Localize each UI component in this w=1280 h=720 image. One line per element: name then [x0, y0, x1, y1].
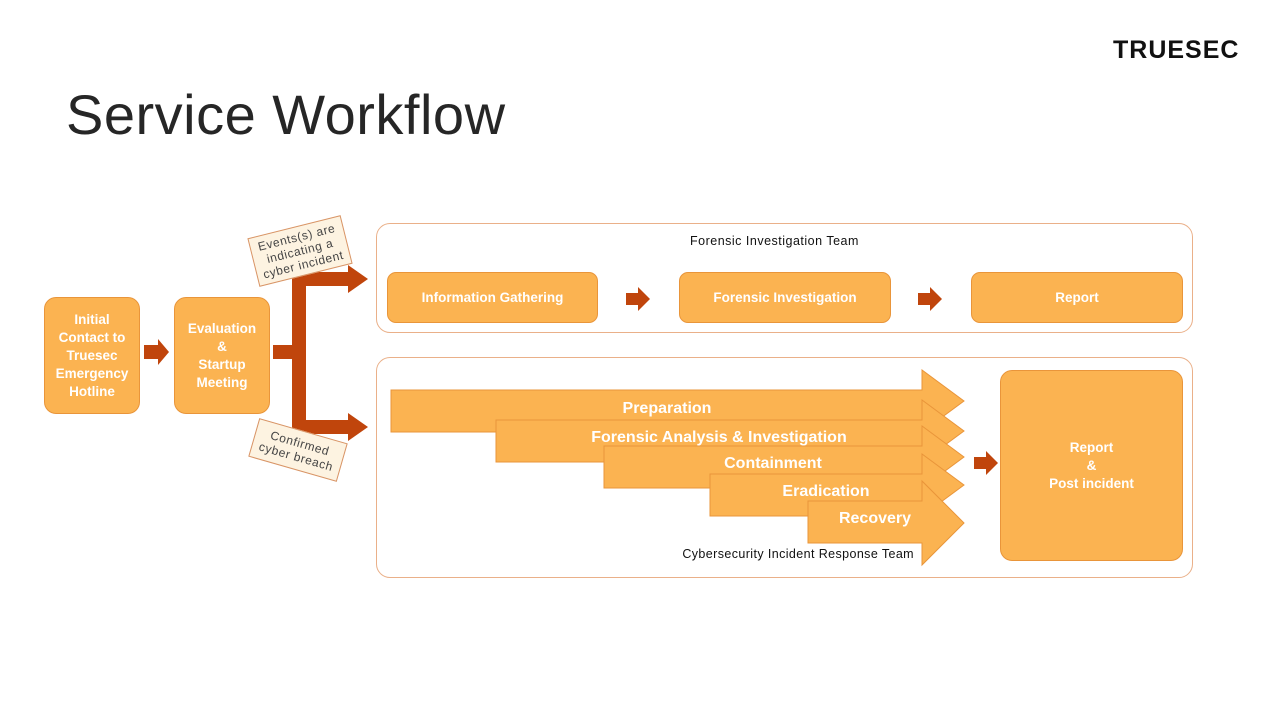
phase-label: Containment	[724, 455, 822, 472]
arrow-phases-to-report	[974, 451, 998, 475]
phase-label: Forensic Analysis & Investigation	[591, 429, 846, 446]
evaluation-step: Evaluation & Startup Meeting	[174, 297, 270, 414]
page-title: Service Workflow	[66, 83, 506, 146]
phase-label: Eradication	[782, 483, 869, 500]
phase-arrow	[807, 479, 965, 567]
forensic-team-label: Forensic Investigation Team	[690, 234, 859, 248]
arrow-initial-to-evaluation	[144, 339, 169, 365]
information-gathering-step: Information Gathering	[387, 272, 598, 323]
truesec-logo: TRUESEC	[1113, 36, 1240, 64]
phase-label: Preparation	[623, 400, 712, 417]
bracket-stem	[273, 345, 295, 359]
report-step: Report	[971, 272, 1183, 323]
report-post-incident-step: Report & Post incident	[1000, 370, 1183, 561]
phase-label: Recovery	[839, 510, 911, 527]
forensic-investigation-step: Forensic Investigation	[679, 272, 891, 323]
phase-arrow	[390, 369, 965, 433]
phase-arrow	[603, 425, 965, 489]
incident-team-label: Cybersecurity Incident Response Team	[682, 547, 914, 561]
arrow-forensic-to-report	[918, 287, 942, 311]
bracket-vertical	[292, 276, 306, 433]
initial-contact-step: Initial Contact to Truesec Emergency Hot…	[44, 297, 140, 414]
arrow-info-to-forensic	[626, 287, 650, 311]
